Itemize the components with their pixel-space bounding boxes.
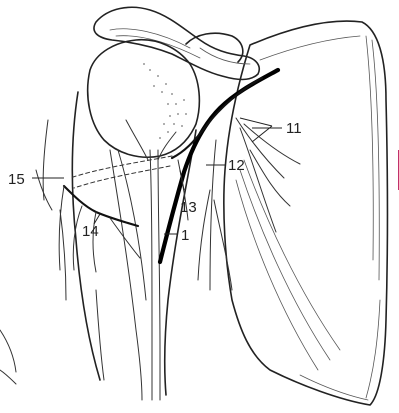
label-1: 1 [181, 227, 189, 244]
label-15: 15 [8, 171, 25, 188]
label-11: 11 [286, 120, 302, 137]
humeral-head [88, 40, 200, 157]
humeral-shaft [72, 92, 196, 400]
label-12: 12 [228, 157, 245, 174]
arm-contour [0, 120, 104, 384]
labels: 11 12 13 1 14 15 [8, 120, 302, 244]
label-13: 13 [180, 199, 197, 216]
upper-vessel-branch [172, 78, 262, 158]
vessels [59, 70, 300, 290]
label-14: 14 [82, 223, 99, 240]
leader-lines [32, 118, 282, 234]
